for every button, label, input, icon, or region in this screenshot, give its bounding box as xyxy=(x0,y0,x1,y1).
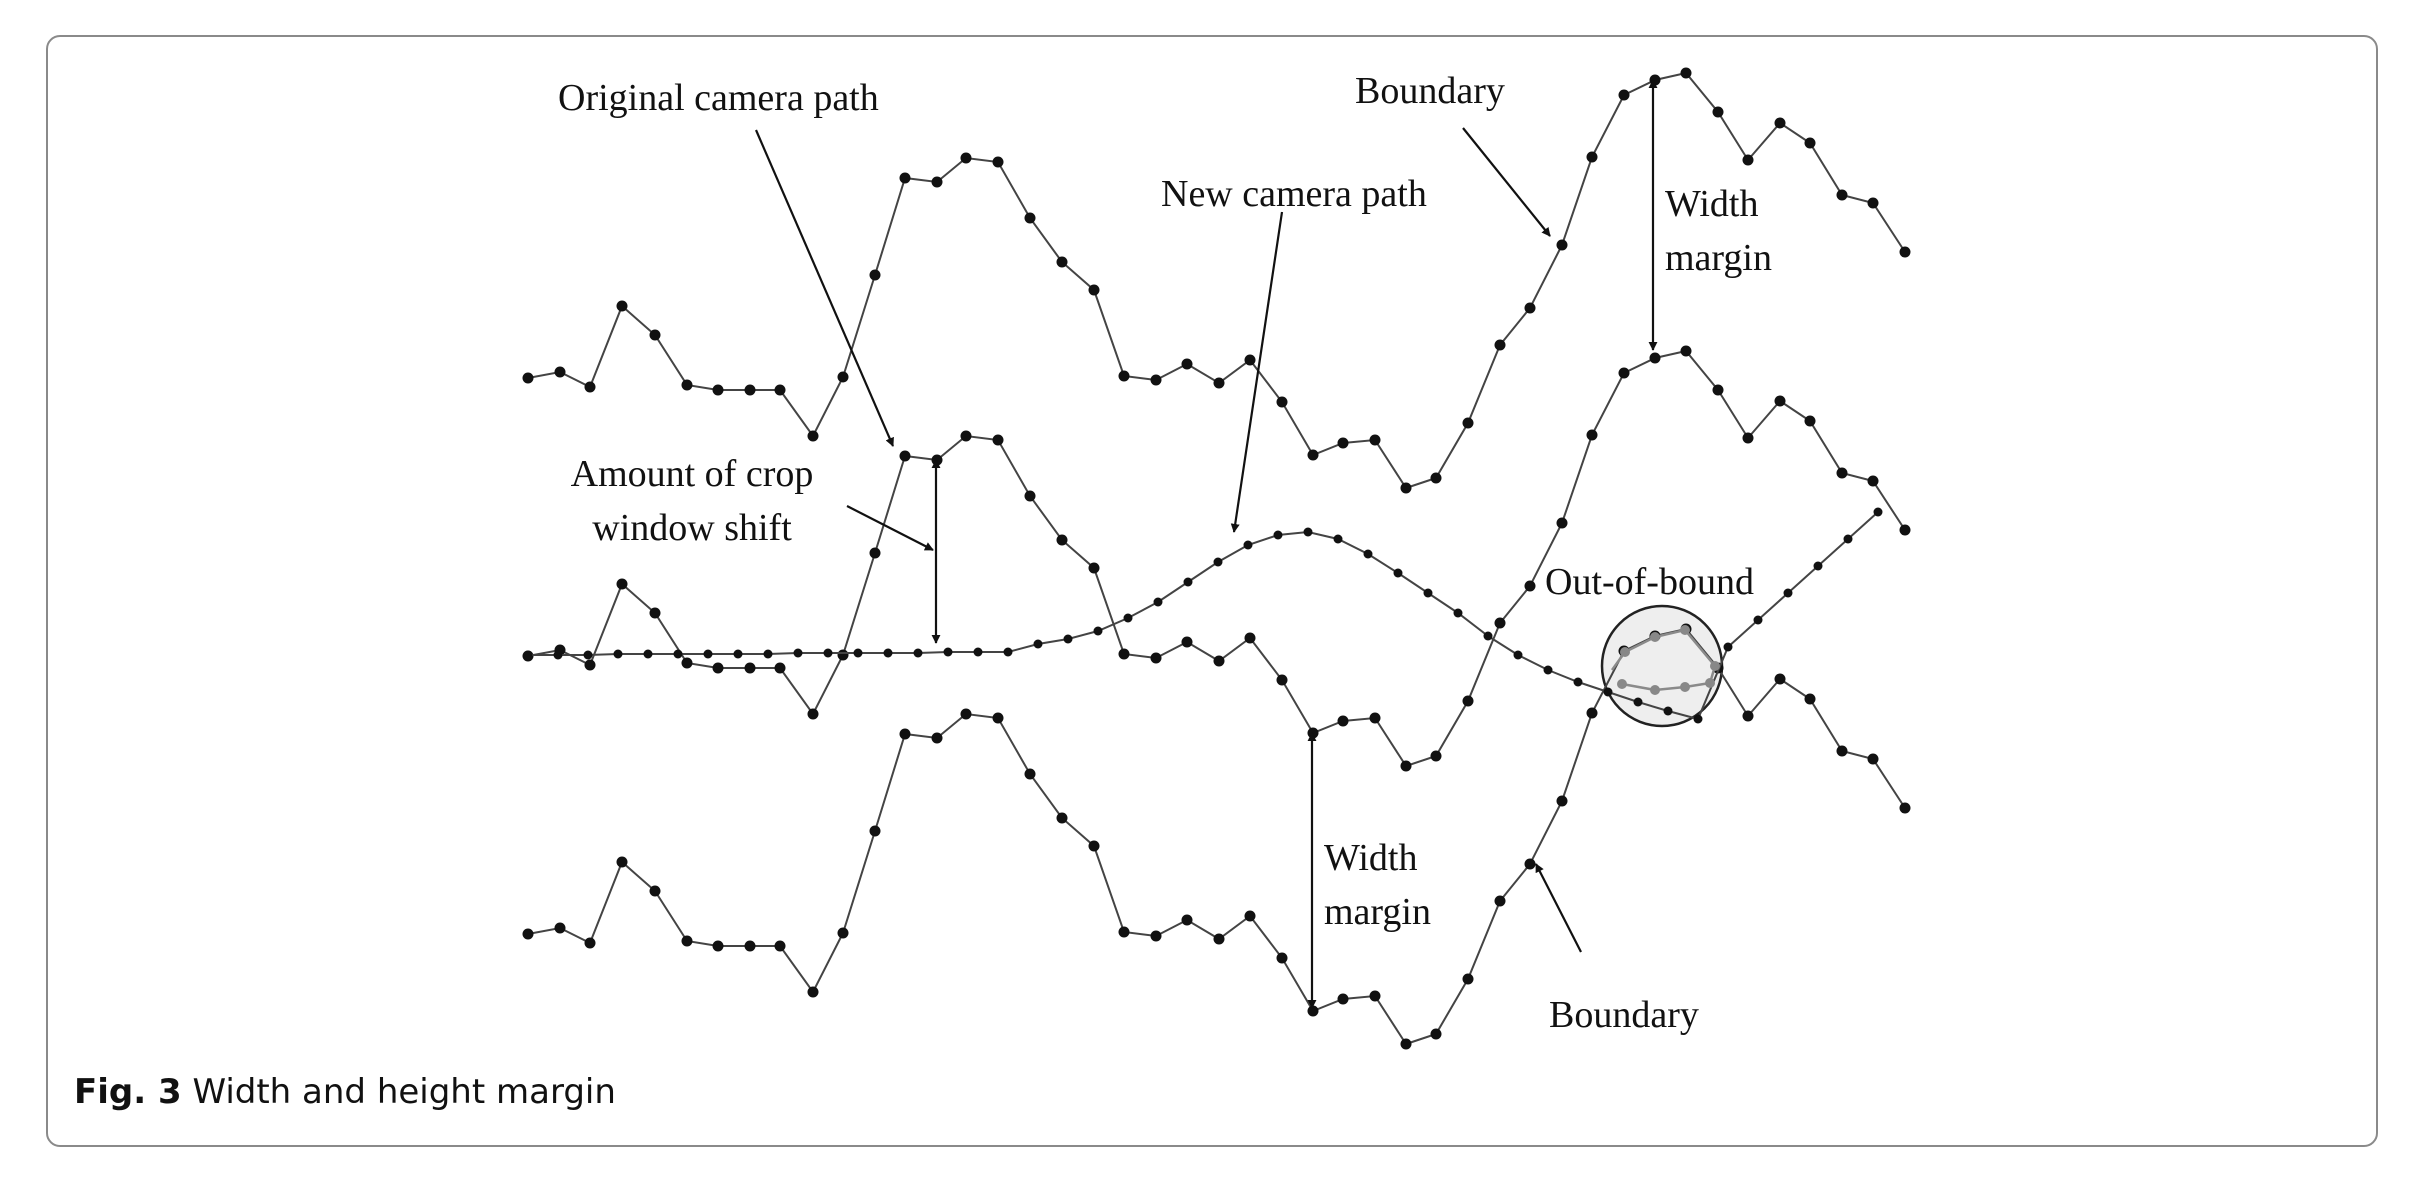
label-crop-window-shift-1: Amount of crop xyxy=(571,453,814,495)
label-new-camera-path: New camera path xyxy=(1161,173,1427,215)
diagram-labels: Original camera path New camera path Bou… xyxy=(558,70,1772,1036)
label-width-margin-top-1: Width xyxy=(1665,183,1758,225)
label-out-of-bound: Out-of-bound xyxy=(1545,561,1754,603)
label-crop-window-shift-2: window shift xyxy=(592,507,792,549)
out-of-bound-circle xyxy=(1600,604,1724,728)
annotation-arrows xyxy=(754,79,1658,1009)
arrow-new-camera-path xyxy=(1230,211,1284,533)
out-of-bound-segment xyxy=(1610,625,1720,695)
figure-number: Fig. 3 xyxy=(74,1072,182,1112)
label-boundary-top: Boundary xyxy=(1355,70,1505,112)
label-boundary-bottom: Boundary xyxy=(1549,994,1699,1036)
arrow-original-camera-path xyxy=(754,129,895,447)
arrow-crop-window-shift xyxy=(846,505,934,551)
arrow-boundary-top xyxy=(1462,127,1551,237)
label-original-camera-path: Original camera path xyxy=(558,77,879,119)
figure-frame xyxy=(46,35,2378,1147)
caption-text: Width and height margin xyxy=(192,1072,616,1112)
figure-caption: Fig. 3 Width and height margin xyxy=(74,1072,616,1112)
arrow-boundary-bottom xyxy=(1535,863,1582,953)
top-boundary-path xyxy=(522,67,1911,494)
label-width-margin-bottom-1: Width xyxy=(1324,837,1417,879)
label-width-margin-bottom-2: margin xyxy=(1324,891,1431,933)
label-width-margin-top-2: margin xyxy=(1665,237,1772,279)
new-camera-path xyxy=(523,507,1883,724)
